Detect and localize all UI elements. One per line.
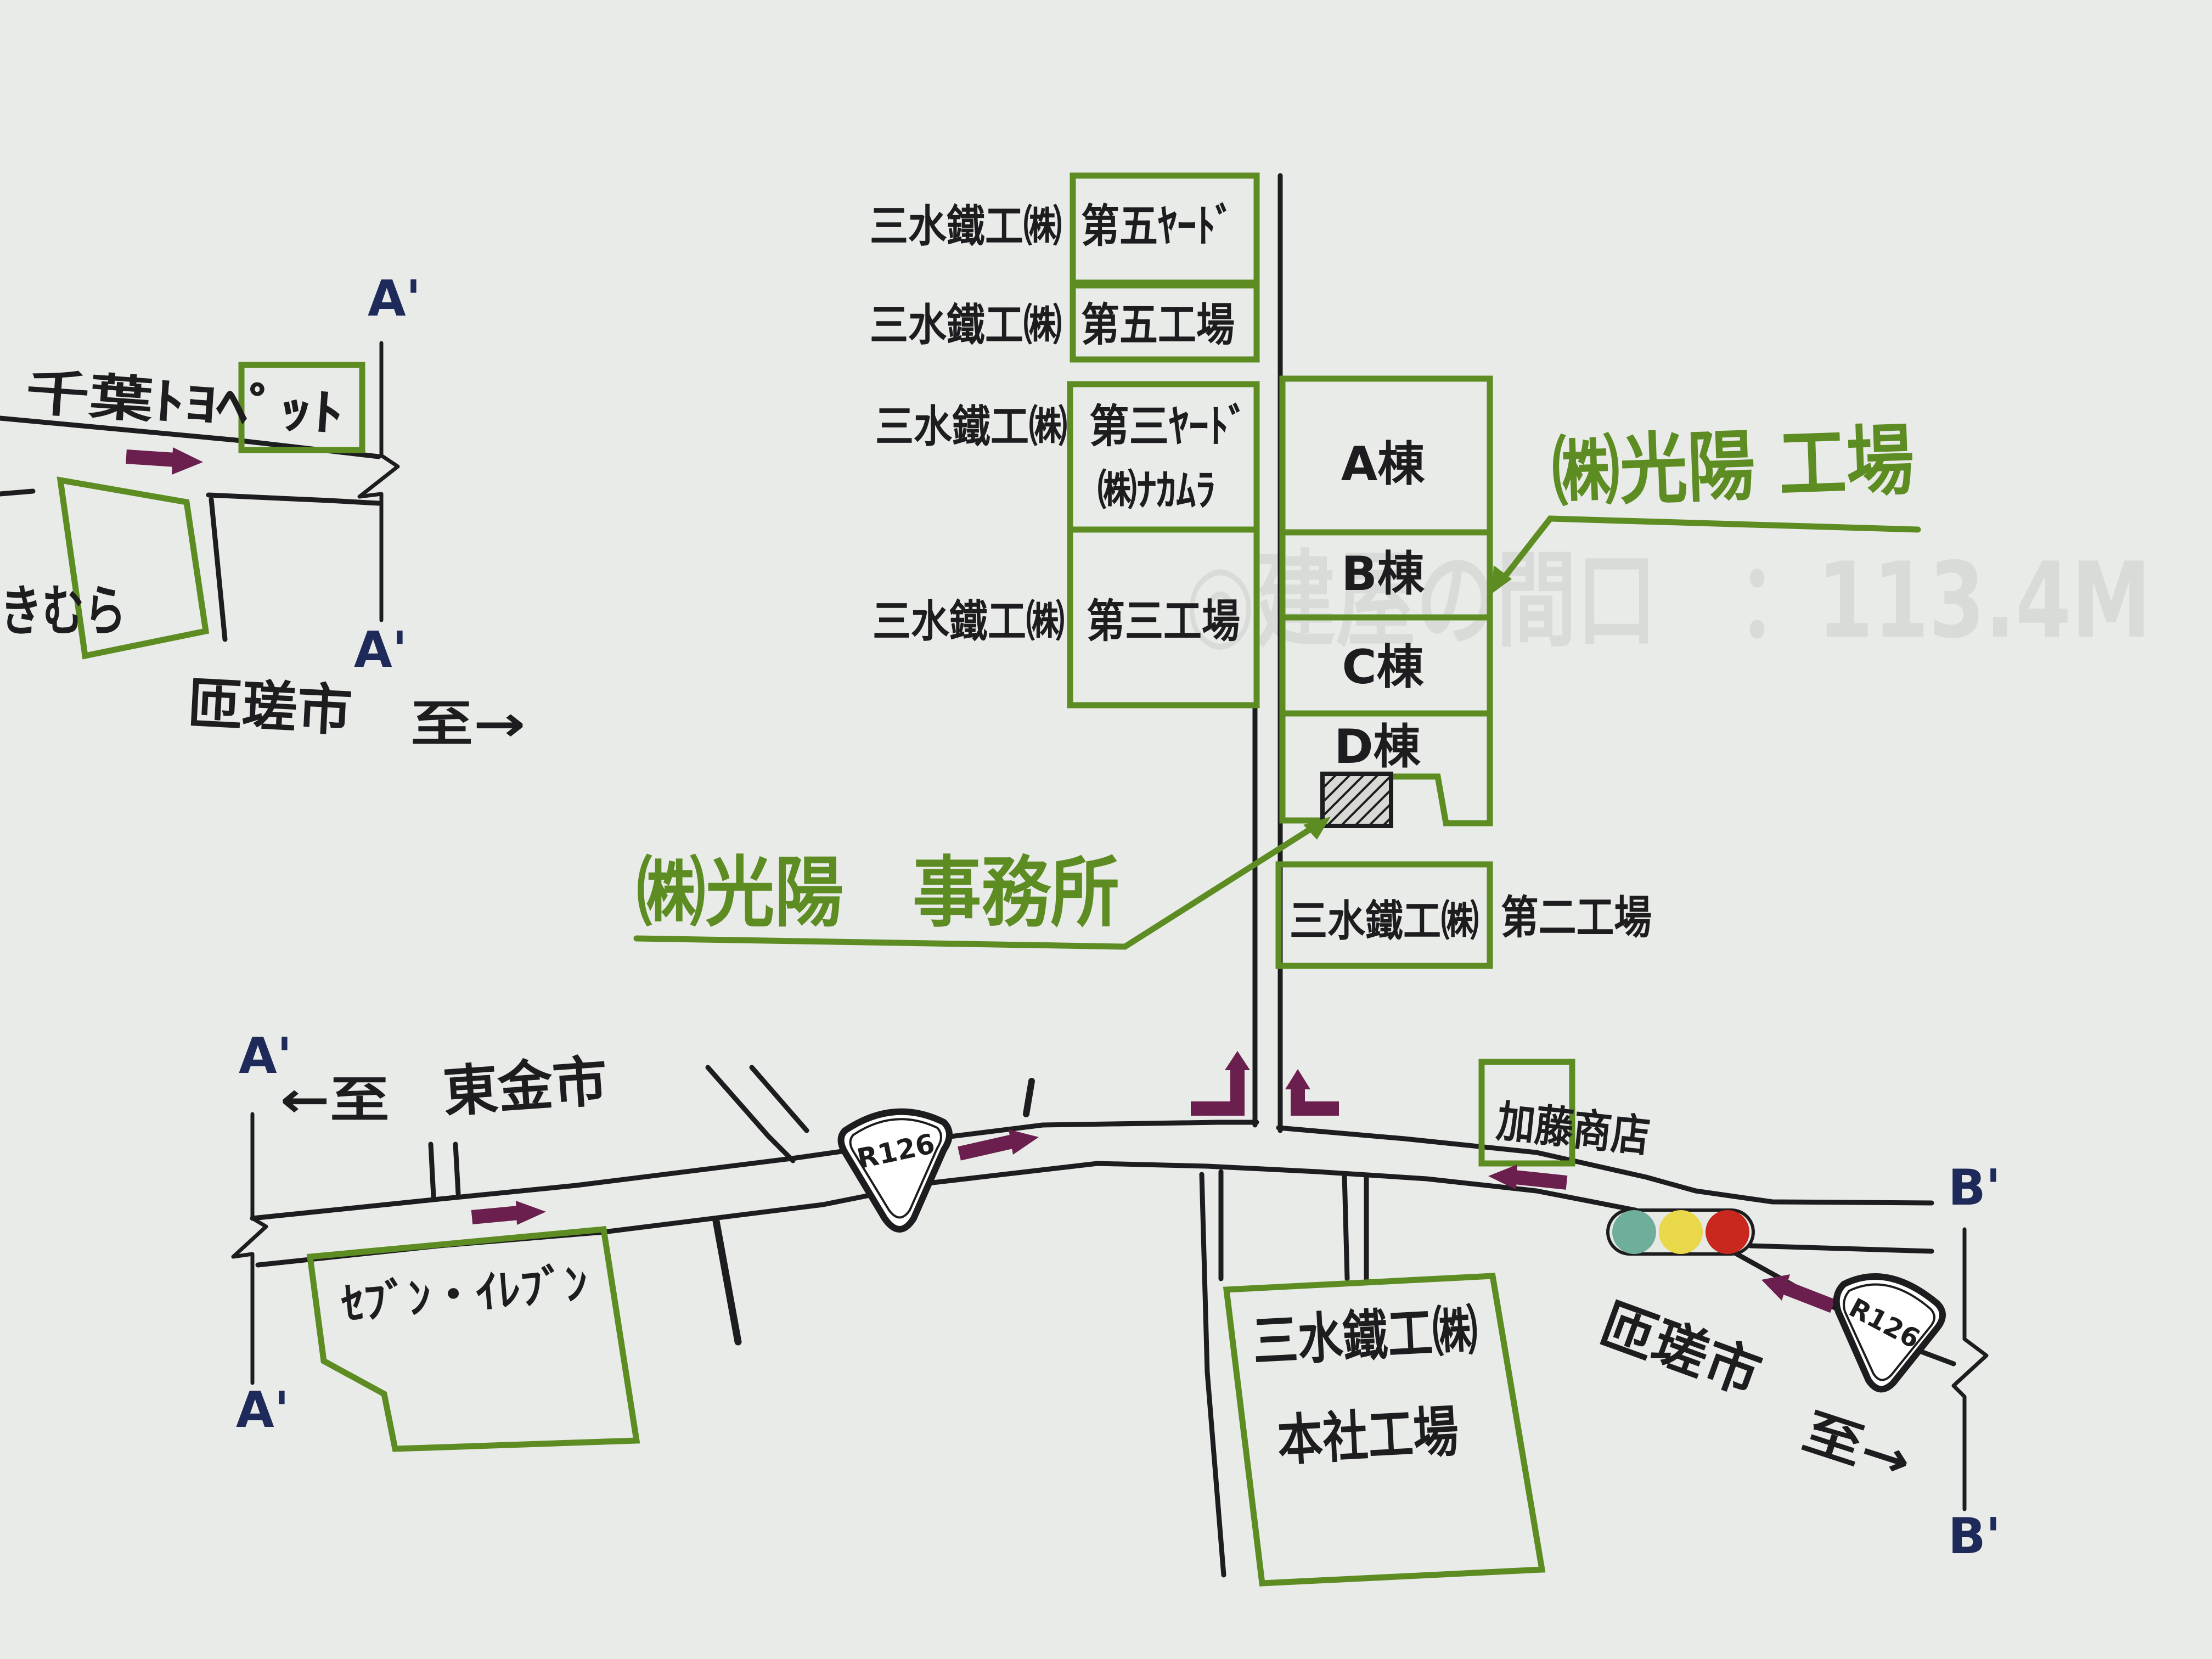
right-branch-lower	[1748, 1243, 1934, 1254]
section-line-a-bottom	[231, 1112, 268, 1385]
section-line-a-top	[357, 341, 400, 622]
label-5th-yard-name: 第五ﾔｰﾄﾞ	[1081, 200, 1235, 252]
label-a-prime-bottom-2: A'	[236, 1381, 289, 1439]
label-3rd-factory-company: 三水鐵工㈱	[873, 596, 1065, 647]
direction-arrows	[126, 447, 1836, 1313]
building-chiba-toyopet	[238, 362, 365, 453]
building-kato-shoten	[1478, 1059, 1575, 1167]
traffic-signal	[1606, 1208, 1755, 1256]
road-top-left-lower-edge	[0, 488, 36, 497]
label-2nd-factory-name: 第二工場	[1501, 892, 1652, 944]
side-street-up-1	[1023, 1078, 1035, 1117]
side-street-diag-1	[705, 1065, 796, 1163]
signal-green-light	[1612, 1210, 1656, 1254]
label-3rd-yard-company: 三水鐵工㈱	[875, 401, 1067, 452]
label-hq-line2: 本社工場	[1276, 1399, 1460, 1473]
arrow-right-bottom-left	[471, 1201, 546, 1225]
label-a-prime-top-1: A'	[368, 270, 421, 328]
label-building-b: B棟	[1341, 547, 1425, 601]
label-kimura: きむら	[0, 579, 126, 643]
road-top-left-lower-edge-2	[206, 492, 381, 506]
factory-callout-line	[1498, 515, 1921, 585]
building-hq-factory	[1223, 1273, 1546, 1587]
label-5th-factory-name: 第五工場	[1081, 299, 1235, 351]
arrow-right-after-r126	[958, 1129, 1039, 1161]
arrow-turn-right-into-site	[1285, 1069, 1339, 1116]
label-b-prime-bottom: B'	[1948, 1508, 2001, 1565]
label-nakamura: ㈱ﾅｶﾑﾗ	[1097, 466, 1215, 515]
arrow-left-kato	[1488, 1165, 1568, 1190]
label-building-a: A棟	[1341, 437, 1426, 492]
side-street-left-2	[453, 1141, 461, 1196]
label-koyo-office: ㈱光陽 事務所	[637, 848, 1119, 938]
watermark-text: ◎建屋の間口 ：113.4M	[1185, 540, 2151, 661]
label-3rd-yard-name: 第三ﾔｰﾄﾞ	[1089, 401, 1248, 453]
label-hq-line1: 三水鐵工㈱	[1251, 1298, 1479, 1374]
building-5th-factory	[1070, 282, 1260, 363]
label-sosa-city-top: 匝瑳市	[186, 671, 354, 744]
office-callout-line	[633, 820, 1323, 950]
signal-yellow-light	[1659, 1210, 1703, 1254]
section-line-b	[1951, 1227, 1989, 1511]
factory-callout-arrowhead	[1491, 565, 1512, 594]
label-2nd-factory-company: 三水鐵工㈱	[1290, 897, 1479, 946]
buildings	[57, 172, 1575, 1587]
route-badge-right: R126	[1833, 1273, 1946, 1393]
arrow-right-top-left	[126, 447, 203, 475]
label-3rd-factory-name: 第三工場	[1087, 595, 1240, 648]
side-street-diag-2	[749, 1065, 809, 1133]
side-street-down-1	[712, 1217, 742, 1346]
label-building-c: C棟	[1342, 640, 1424, 695]
hq-road-left-edge	[1199, 1172, 1226, 1578]
label-itaru-right-top: 至→	[410, 695, 526, 753]
koyo-office-marker	[1320, 772, 1393, 828]
arrow-left-right-r126	[1761, 1274, 1836, 1313]
label-5th-yard-company: 三水鐵工㈱	[870, 201, 1062, 252]
building-seven-eleven	[306, 1226, 640, 1452]
main-road-upper-edge-right	[1276, 1125, 1934, 1206]
callout-lines	[633, 515, 1921, 950]
label-togane-city: 東金市	[441, 1049, 610, 1124]
building-3rd-factory	[1067, 526, 1260, 708]
building-d	[1279, 710, 1493, 826]
building-kimura	[57, 476, 210, 660]
route-badge-left: R126	[837, 1108, 953, 1233]
side-street-left-1	[428, 1141, 436, 1199]
label-5th-factory-company: 三水鐵工㈱	[870, 300, 1062, 351]
hq-road-a	[1342, 1172, 1350, 1281]
office-callout-arrowhead	[1303, 817, 1331, 840]
side-street-top-left	[209, 497, 228, 642]
building-2nd-factory	[1275, 861, 1493, 969]
arrow-turn-left-into-site	[1191, 1051, 1250, 1116]
label-a-prime-bottom-1: A'	[239, 1027, 292, 1085]
signal-red-light	[1706, 1210, 1749, 1254]
label-itaru-left: ←至	[280, 1071, 390, 1129]
label-b-prime-top: B'	[1948, 1159, 2001, 1217]
label-koyo-factory: ㈱光陽 工場	[1550, 416, 1915, 518]
label-a-prime-top-2: A'	[354, 621, 407, 679]
label-building-d: D棟	[1334, 719, 1421, 774]
